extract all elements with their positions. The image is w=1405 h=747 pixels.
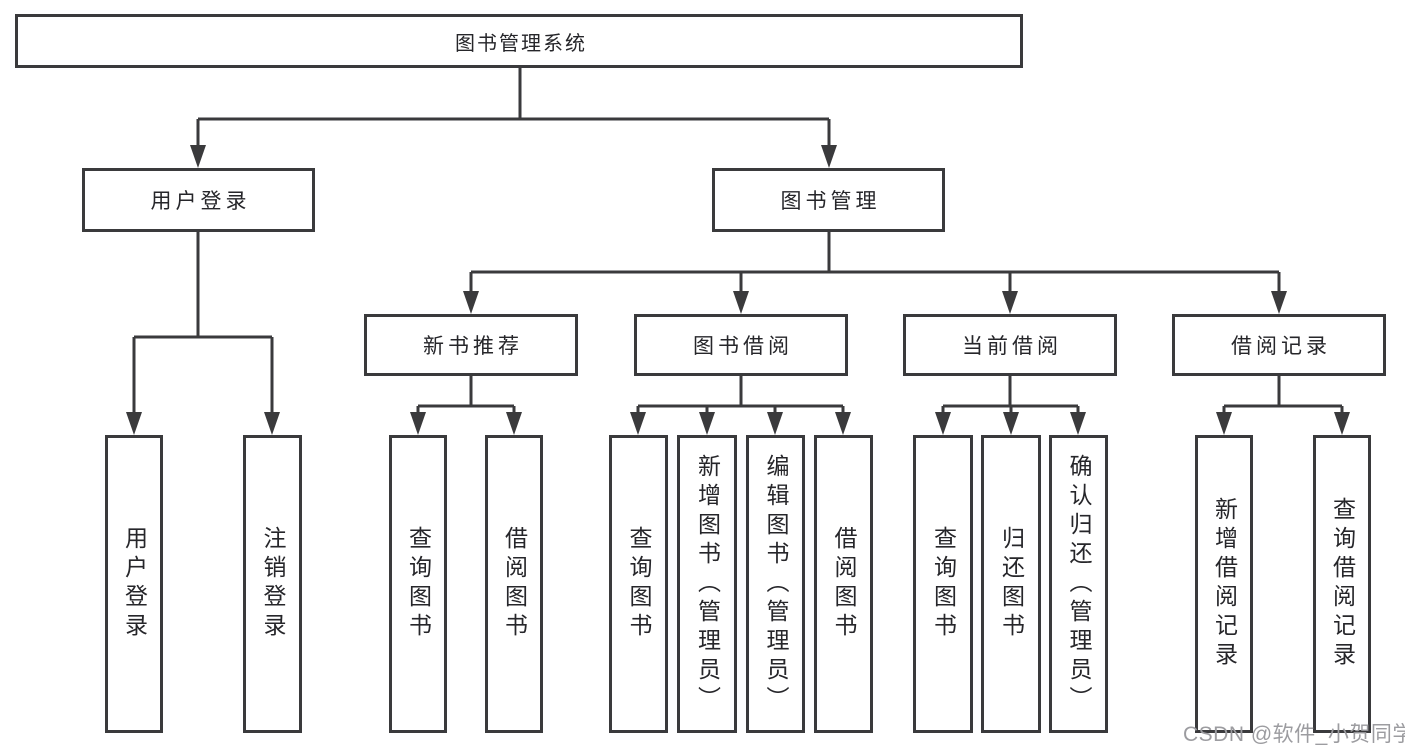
node-label: 编辑图书（管理员） — [763, 453, 789, 715]
node-label: 查询借阅记录 — [1329, 497, 1356, 671]
node-label: 图书管理 — [780, 190, 881, 213]
watermark: CSDN @软件_小贺同学 — [1183, 723, 1405, 746]
node-label: 借阅图书 — [501, 526, 528, 642]
leaf-query-books-current: 查询图书 — [913, 435, 973, 733]
leaf-borrow-books: 借阅图书 — [814, 435, 873, 733]
leaf-edit-books-admin: 编辑图书（管理员） — [746, 435, 805, 733]
node-label: 图书借阅 — [693, 335, 793, 358]
node-label: 用户登录 — [121, 526, 148, 642]
node-label: 借阅图书 — [831, 526, 857, 642]
node-label: 注销登录 — [260, 526, 286, 642]
node-current-borrowing: 当前借阅 — [903, 314, 1117, 376]
node-borrowing-records: 借阅记录 — [1172, 314, 1386, 376]
node-label: 确认归还（管理员） — [1066, 453, 1092, 715]
leaf-confirm-return-admin: 确认归还（管理员） — [1049, 435, 1108, 733]
node-label: 新书推荐 — [423, 335, 523, 358]
node-label: 借阅记录 — [1231, 335, 1331, 358]
leaf-query-books-borrow: 查询图书 — [609, 435, 668, 733]
node-label: 用户登录 — [150, 190, 251, 213]
node-label: 查询图书 — [626, 526, 652, 642]
node-book-borrowing: 图书借阅 — [634, 314, 848, 376]
node-book-management: 图书管理 — [712, 168, 945, 232]
leaf-logout: 注销登录 — [243, 435, 302, 733]
leaf-borrow-books-recommend: 借阅图书 — [485, 435, 543, 733]
leaf-return-books: 归还图书 — [981, 435, 1041, 733]
node-label: 查询图书 — [930, 526, 957, 642]
leaf-query-borrow-record: 查询借阅记录 — [1313, 435, 1371, 733]
leaf-add-books-admin: 新增图书（管理员） — [677, 435, 737, 733]
node-label: 新增借阅记录 — [1211, 497, 1238, 671]
node-user-login: 用户登录 — [82, 168, 315, 232]
leaf-query-books-recommend: 查询图书 — [389, 435, 447, 733]
node-library-system: 图书管理系统 — [15, 14, 1023, 68]
node-label: 查询图书 — [405, 526, 432, 642]
node-label: 新增图书（管理员） — [694, 453, 721, 715]
leaf-add-borrow-record: 新增借阅记录 — [1195, 435, 1253, 733]
node-label: 当前借阅 — [962, 335, 1062, 358]
node-label: 归还图书 — [998, 526, 1025, 642]
node-label: 图书管理系统 — [455, 32, 587, 55]
leaf-user-login: 用户登录 — [105, 435, 163, 733]
node-new-book-recommend: 新书推荐 — [364, 314, 578, 376]
